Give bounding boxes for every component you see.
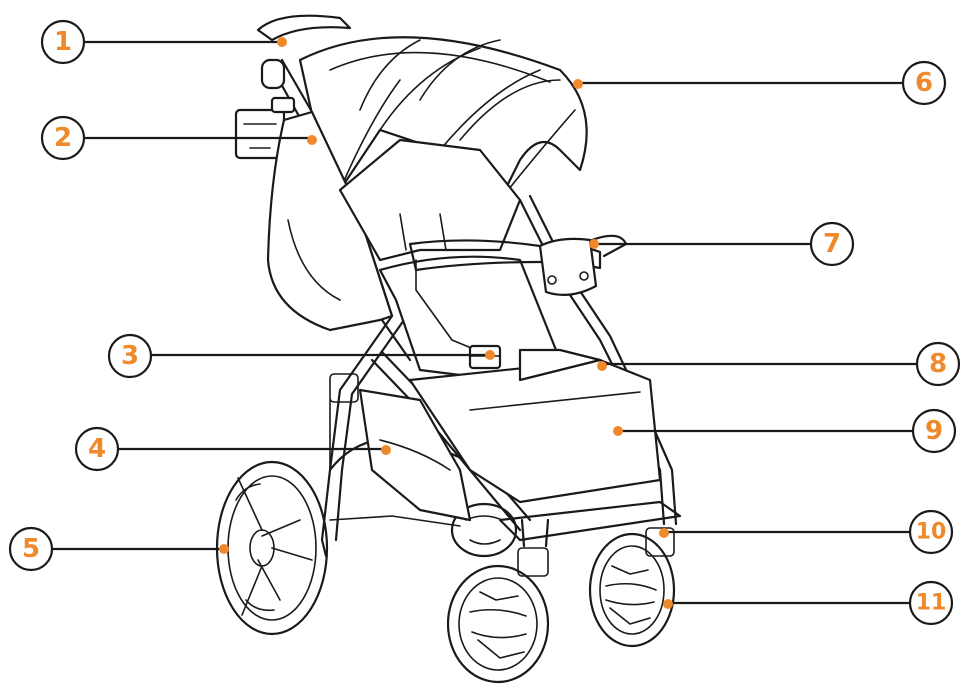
callout-number-9: 9	[925, 416, 943, 446]
callout-badge-11: 11	[910, 582, 952, 624]
callout-number-11: 11	[916, 591, 947, 616]
callout-dot-3	[485, 350, 495, 360]
callout-badge-6: 6	[903, 62, 945, 104]
callout-badge-10: 10	[910, 511, 952, 553]
callout-number-6: 6	[915, 68, 933, 98]
stroller-drawing	[217, 16, 680, 682]
callout-dot-5	[219, 544, 229, 554]
callout-badge-9: 9	[913, 410, 955, 452]
callout-dot-7	[589, 239, 599, 249]
callout-dot-4	[381, 445, 391, 455]
callout-dot-11	[663, 599, 673, 609]
callout-dot-2	[307, 135, 317, 145]
callout-number-1: 1	[54, 27, 72, 57]
callout-number-8: 8	[929, 349, 947, 379]
callout-badge-1: 1	[42, 21, 84, 63]
callout-number-2: 2	[54, 123, 72, 153]
callout-number-7: 7	[823, 229, 841, 259]
callout-number-4: 4	[88, 434, 106, 464]
callout-dot-1	[277, 37, 287, 47]
callout-badge-8: 8	[917, 343, 959, 385]
callout-number-5: 5	[22, 534, 40, 564]
front-right-wheel	[590, 528, 674, 646]
callout-number-10: 10	[916, 520, 947, 545]
callout-badge-7: 7	[811, 223, 853, 265]
callout-dot-9	[613, 426, 623, 436]
callout-dot-8	[597, 361, 607, 371]
callout-badge-2: 2	[42, 117, 84, 159]
callout-badge-4: 4	[76, 428, 118, 470]
callout-badge-5: 5	[10, 528, 52, 570]
callout-dot-10	[659, 528, 669, 538]
callout-badge-3: 3	[109, 335, 151, 377]
rear-left-wheel	[217, 462, 327, 634]
callout-dot-6	[573, 79, 583, 89]
callout-number-3: 3	[121, 341, 139, 371]
